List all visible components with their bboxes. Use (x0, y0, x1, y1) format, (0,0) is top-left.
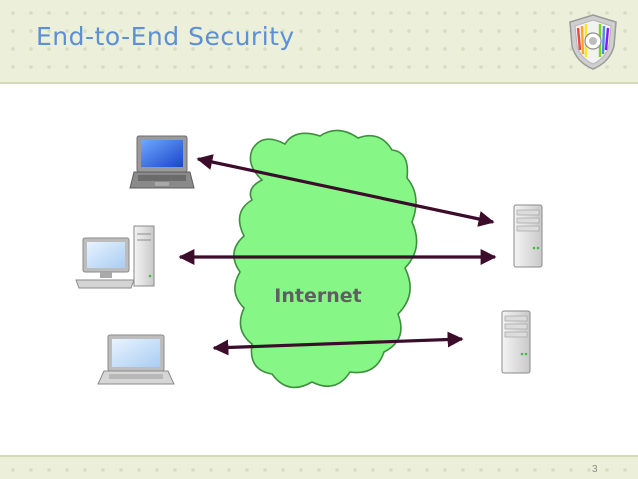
desktop-computer-icon (75, 225, 155, 289)
footer-band (0, 457, 638, 479)
server-icon (501, 310, 531, 374)
network-diagram: Internet (75, 129, 543, 389)
cloud-label: Internet (274, 285, 361, 307)
slide-title: End-to-End Security (36, 22, 295, 51)
header-band (0, 0, 638, 82)
page-number: 3 (592, 464, 598, 475)
footer-divider (0, 455, 638, 457)
laptop-icon (129, 135, 195, 189)
laptop-icon (97, 334, 175, 385)
connection-arrow (212, 331, 464, 356)
header-divider (0, 82, 638, 84)
server-icon (513, 204, 543, 268)
shield-logo-icon (569, 14, 617, 70)
connection-arrow (196, 154, 495, 227)
internet-cloud: Internet (233, 129, 418, 389)
